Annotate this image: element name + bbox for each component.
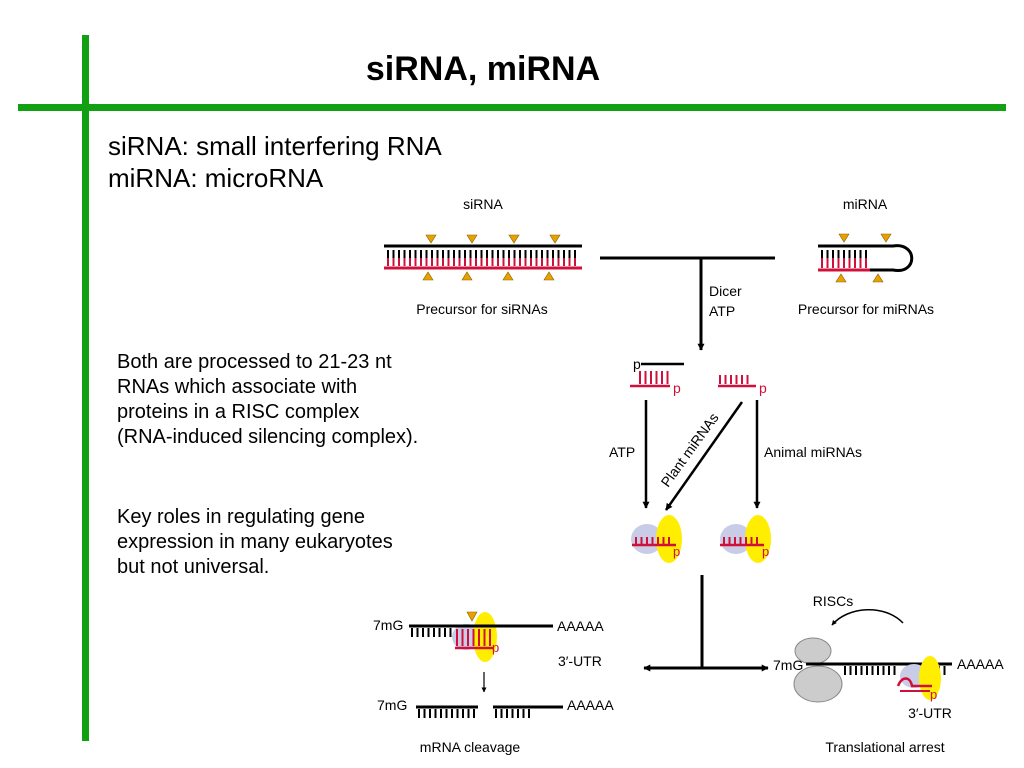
utr-label: 3′-UTR [908, 705, 952, 721]
cap-label: 7mG [377, 697, 407, 713]
definition-sirna: siRNA: small interfering RNA [108, 131, 442, 161]
mirna-label: miRNA [843, 196, 888, 212]
paragraph-line: RNAs which associate with [117, 376, 358, 398]
animal-mirnas-label: Animal miRNAs [764, 444, 862, 460]
pathway-arrows [642, 400, 761, 511]
phosphate-label: p [759, 380, 767, 396]
phosphate-label: p [492, 640, 499, 655]
mirna-duplex-product [718, 375, 756, 388]
mrna-cleavage-caption: mRNA cleavage [420, 739, 521, 755]
polya-label: AAAAA [957, 656, 1004, 672]
phosphate-label: p [633, 356, 641, 372]
sirna-precursor-caption: Precursor for siRNAs [416, 301, 547, 317]
polya-label: AAAAA [557, 618, 604, 634]
riscs-label: RISCs [813, 593, 853, 609]
slide-title: siRNA, miRNA [365, 50, 601, 88]
risc-complex-mirna [720, 515, 771, 563]
paragraph-line: (RNA-induced silencing complex). [117, 426, 419, 448]
atp-label-sirna: ATP [609, 444, 635, 460]
paragraph-roles: Key roles in regulating gene expression … [117, 505, 537, 580]
cleaved-mrna-fragments [416, 705, 563, 718]
green-vertical-rule [82, 35, 89, 741]
dicer-junction-lines [600, 256, 775, 351]
mrna-with-risc [409, 611, 553, 662]
outcome-arrows [643, 575, 769, 672]
cleavage-site-triangles [422, 234, 561, 281]
sirna-label: siRNA [463, 196, 503, 212]
paragraph-line: expression in many eukaryotes [117, 531, 393, 553]
mirna-precursor-caption: Precursor for miRNAs [798, 301, 934, 317]
paragraph-processing: Both are processed to 21-23 nt RNAs whic… [117, 350, 537, 450]
dicer-label: Dicer [709, 283, 742, 299]
cap-label: 7mG [373, 617, 403, 633]
ribosome-icon [793, 637, 843, 703]
phosphate-label: p [930, 687, 937, 702]
recycling-arrow [831, 609, 904, 626]
phosphate-label: p [762, 544, 769, 559]
arrested-mrna-with-risc [806, 656, 952, 700]
phosphate-label: p [673, 380, 681, 396]
paragraph-line: Both are processed to 21-23 nt [117, 351, 392, 373]
phosphate-label: p [673, 544, 680, 559]
mirna-precursor-hairpin [818, 233, 914, 283]
risc-complex-sirna [631, 515, 682, 563]
green-horizontal-rule [18, 104, 1006, 111]
sirna-precursor-duplex [384, 234, 582, 281]
translational-arrest-caption: Translational arrest [825, 739, 944, 755]
cap-label: 7mG [773, 657, 803, 673]
definition-mirna: miRNA: microRNA [108, 163, 324, 193]
polya-label: AAAAA [567, 697, 614, 713]
atp-label-dicer: ATP [709, 303, 735, 319]
paragraph-line: but not universal. [117, 556, 270, 578]
paragraph-line: proteins in a RISC complex [117, 401, 360, 423]
utr-label: 3′-UTR [558, 653, 602, 669]
paragraph-line: Key roles in regulating gene [117, 506, 365, 528]
sirna-duplex-product [630, 362, 684, 388]
